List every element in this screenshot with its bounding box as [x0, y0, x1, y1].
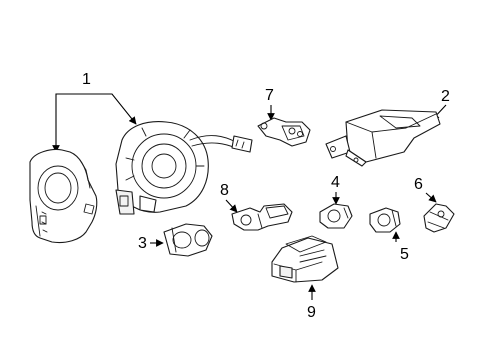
callout-5[interactable]: 5 — [392, 231, 409, 263]
part-4-sensor — [319, 203, 353, 229]
callout-3[interactable]: 3 — [138, 235, 164, 252]
airbag-control-module-part — [325, 109, 441, 167]
part-5-sensor — [369, 207, 401, 233]
callout-8-leader — [225, 199, 238, 213]
spiral-cable-clock-spring-part — [115, 121, 253, 215]
callout-1[interactable]: 1 — [52, 71, 137, 153]
steering-column-cover-part — [29, 148, 98, 244]
callout-7[interactable]: 7 — [265, 87, 275, 121]
callout-5-label: 5 — [400, 246, 409, 263]
part-8-sensor — [231, 203, 293, 231]
callout-6-label: 6 — [414, 176, 423, 193]
callout-8-label: 8 — [220, 182, 229, 199]
callout-9-label: 9 — [307, 304, 316, 321]
part-7-sensor — [257, 117, 311, 147]
callout-6-leader — [425, 192, 437, 203]
callout-2-label: 2 — [441, 88, 450, 105]
callout-6[interactable]: 6 — [414, 176, 437, 203]
callout-9[interactable]: 9 — [307, 284, 316, 321]
part-9-sensor-unit — [271, 235, 339, 283]
callout-1-label: 1 — [82, 71, 91, 88]
part-3-sensor — [163, 223, 213, 257]
callout-4[interactable]: 4 — [331, 174, 340, 205]
callout-1-leader — [52, 93, 137, 153]
callout-4-label: 4 — [331, 174, 340, 191]
callout-7-label: 7 — [265, 87, 274, 104]
callout-3-label: 3 — [138, 235, 147, 252]
callout-8[interactable]: 8 — [220, 182, 238, 213]
part-6-sensor — [423, 203, 455, 233]
